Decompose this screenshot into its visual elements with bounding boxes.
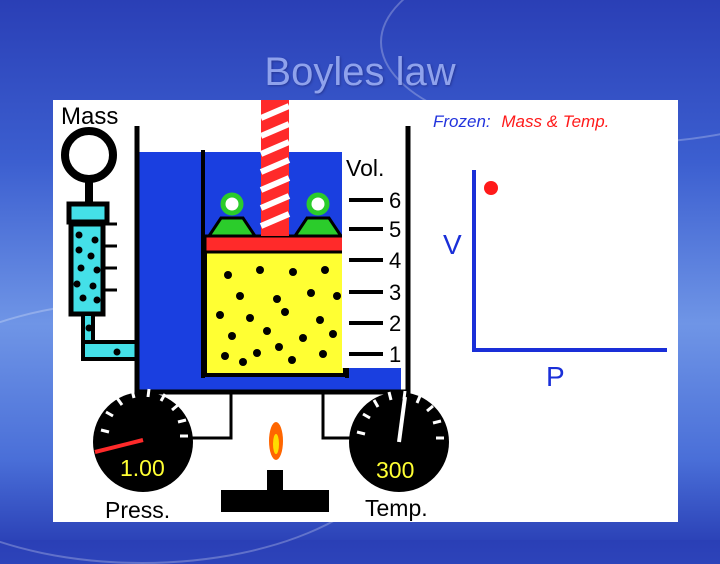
volume-tick-label: 3 [389, 280, 401, 305]
temperature-needle [397, 396, 407, 443]
volume-tick-label: 2 [389, 311, 401, 336]
frozen-prefix: Frozen: [433, 112, 491, 131]
mass-ring [61, 127, 117, 183]
temperature-gauge [349, 390, 449, 492]
temperature-label: Temp. [365, 495, 428, 521]
pressure-value: 1.00 [120, 455, 165, 481]
gas-molecules [216, 266, 341, 366]
pv-graph: V P [443, 170, 667, 392]
pressure-gauge [93, 388, 193, 492]
volume-tick-label: 6 [389, 188, 401, 213]
valve-right [292, 192, 344, 238]
screw-rod [259, 100, 291, 236]
valve-left [206, 192, 258, 238]
volume-scale [349, 198, 383, 356]
boyles-law-diagram-panel: Mass [53, 100, 678, 523]
pressure-label: Press. [105, 497, 170, 522]
volume-tick-label: 1 [389, 342, 401, 367]
mass-label: Mass [61, 103, 118, 130]
temperature-value: 300 [376, 457, 414, 483]
piston [203, 234, 347, 254]
burner [221, 422, 329, 512]
graph-x-label: P [546, 361, 565, 392]
volume-label: Vol. [346, 155, 384, 181]
volume-tick-label: 5 [389, 217, 401, 242]
graph-y-label: V [443, 229, 462, 260]
pressure-needle [94, 438, 144, 454]
slide-title: Boyles law [264, 50, 456, 94]
frozen-header: Frozen: Mass & Temp. [433, 112, 609, 131]
graph-data-point [484, 181, 498, 195]
volume-tick-label: 4 [389, 248, 401, 273]
frozen-items: Mass & Temp. [501, 112, 609, 131]
